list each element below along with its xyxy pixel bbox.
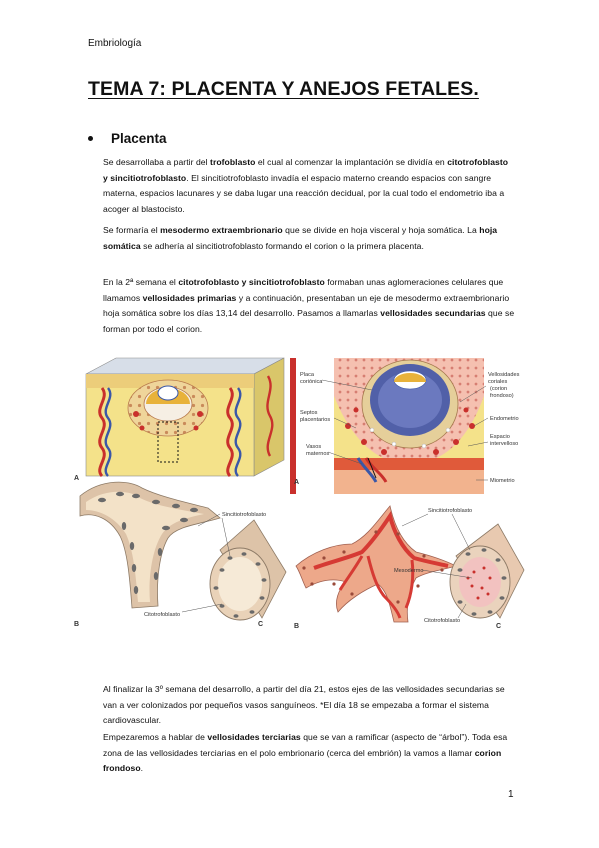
panel-label-c-right: C — [496, 623, 501, 630]
right-villus-b: B — [294, 505, 458, 630]
label-sincitiotrofoblasto-right: Sincitiotrofoblasto — [428, 508, 472, 514]
label-placa-corionica: Placa coriónica — [300, 372, 323, 385]
page-title: TEMA 7: PLACENTA Y ANEJOS FETALES. — [88, 78, 479, 100]
left-section-c: C — [209, 519, 287, 628]
page-number: 1 — [508, 789, 514, 800]
label-vasos-maternos: Vasos maternos — [306, 444, 330, 457]
label-septos-placentarios: Septos placentarios — [300, 410, 330, 423]
right-placenta-a: A — [290, 358, 484, 494]
label-mesodermo: Mesodermo — [394, 568, 424, 574]
placenta-figure: A B C — [72, 356, 527, 638]
paragraph-5: Empezaremos a hablar de vellosidades ter… — [103, 732, 508, 774]
bullet-dot-icon — [88, 136, 93, 141]
label-endometrio: Endometrio — [490, 416, 519, 422]
right-section-c: C — [449, 523, 525, 630]
label-vellosidades-coriales: Vellosidades coriales (corion frondoso) — [488, 372, 521, 399]
paragraph-4: Al finalizar la 3º semana del desarrollo… — [103, 684, 505, 726]
label-citotrofoblasto-left: Citotrofoblasto — [144, 612, 180, 618]
panel-label-b-right: B — [294, 623, 299, 630]
panel-label-b-left: B — [74, 621, 79, 628]
paragraph-3: En la 2ª semana el citotrofoblasto y sin… — [103, 277, 515, 334]
left-block-a: A — [74, 357, 285, 482]
panel-label-c-left: C — [258, 621, 263, 628]
label-miometrio: Miometrio — [490, 478, 515, 484]
section-bullet: Placenta — [88, 131, 167, 146]
panel-label-a-left: A — [74, 475, 79, 482]
label-sincitiotrofoblasto-left: Sincitiotrofoblasto — [222, 512, 266, 518]
label-citotrofoblasto-right: Citotrofoblasto — [424, 618, 460, 624]
panel-label-a-right: A — [294, 479, 299, 486]
section-heading: Placenta — [111, 131, 167, 146]
running-header: Embriología — [88, 38, 142, 49]
paragraph-1: Se desarrollaba a partir del trofoblasto… — [103, 157, 509, 214]
left-villus-b: B — [74, 481, 221, 628]
label-espacio-intervelloso: Espacio intervelloso — [490, 434, 518, 447]
paragraph-2: Se formaría el mesodermo extraembrionari… — [103, 225, 498, 251]
